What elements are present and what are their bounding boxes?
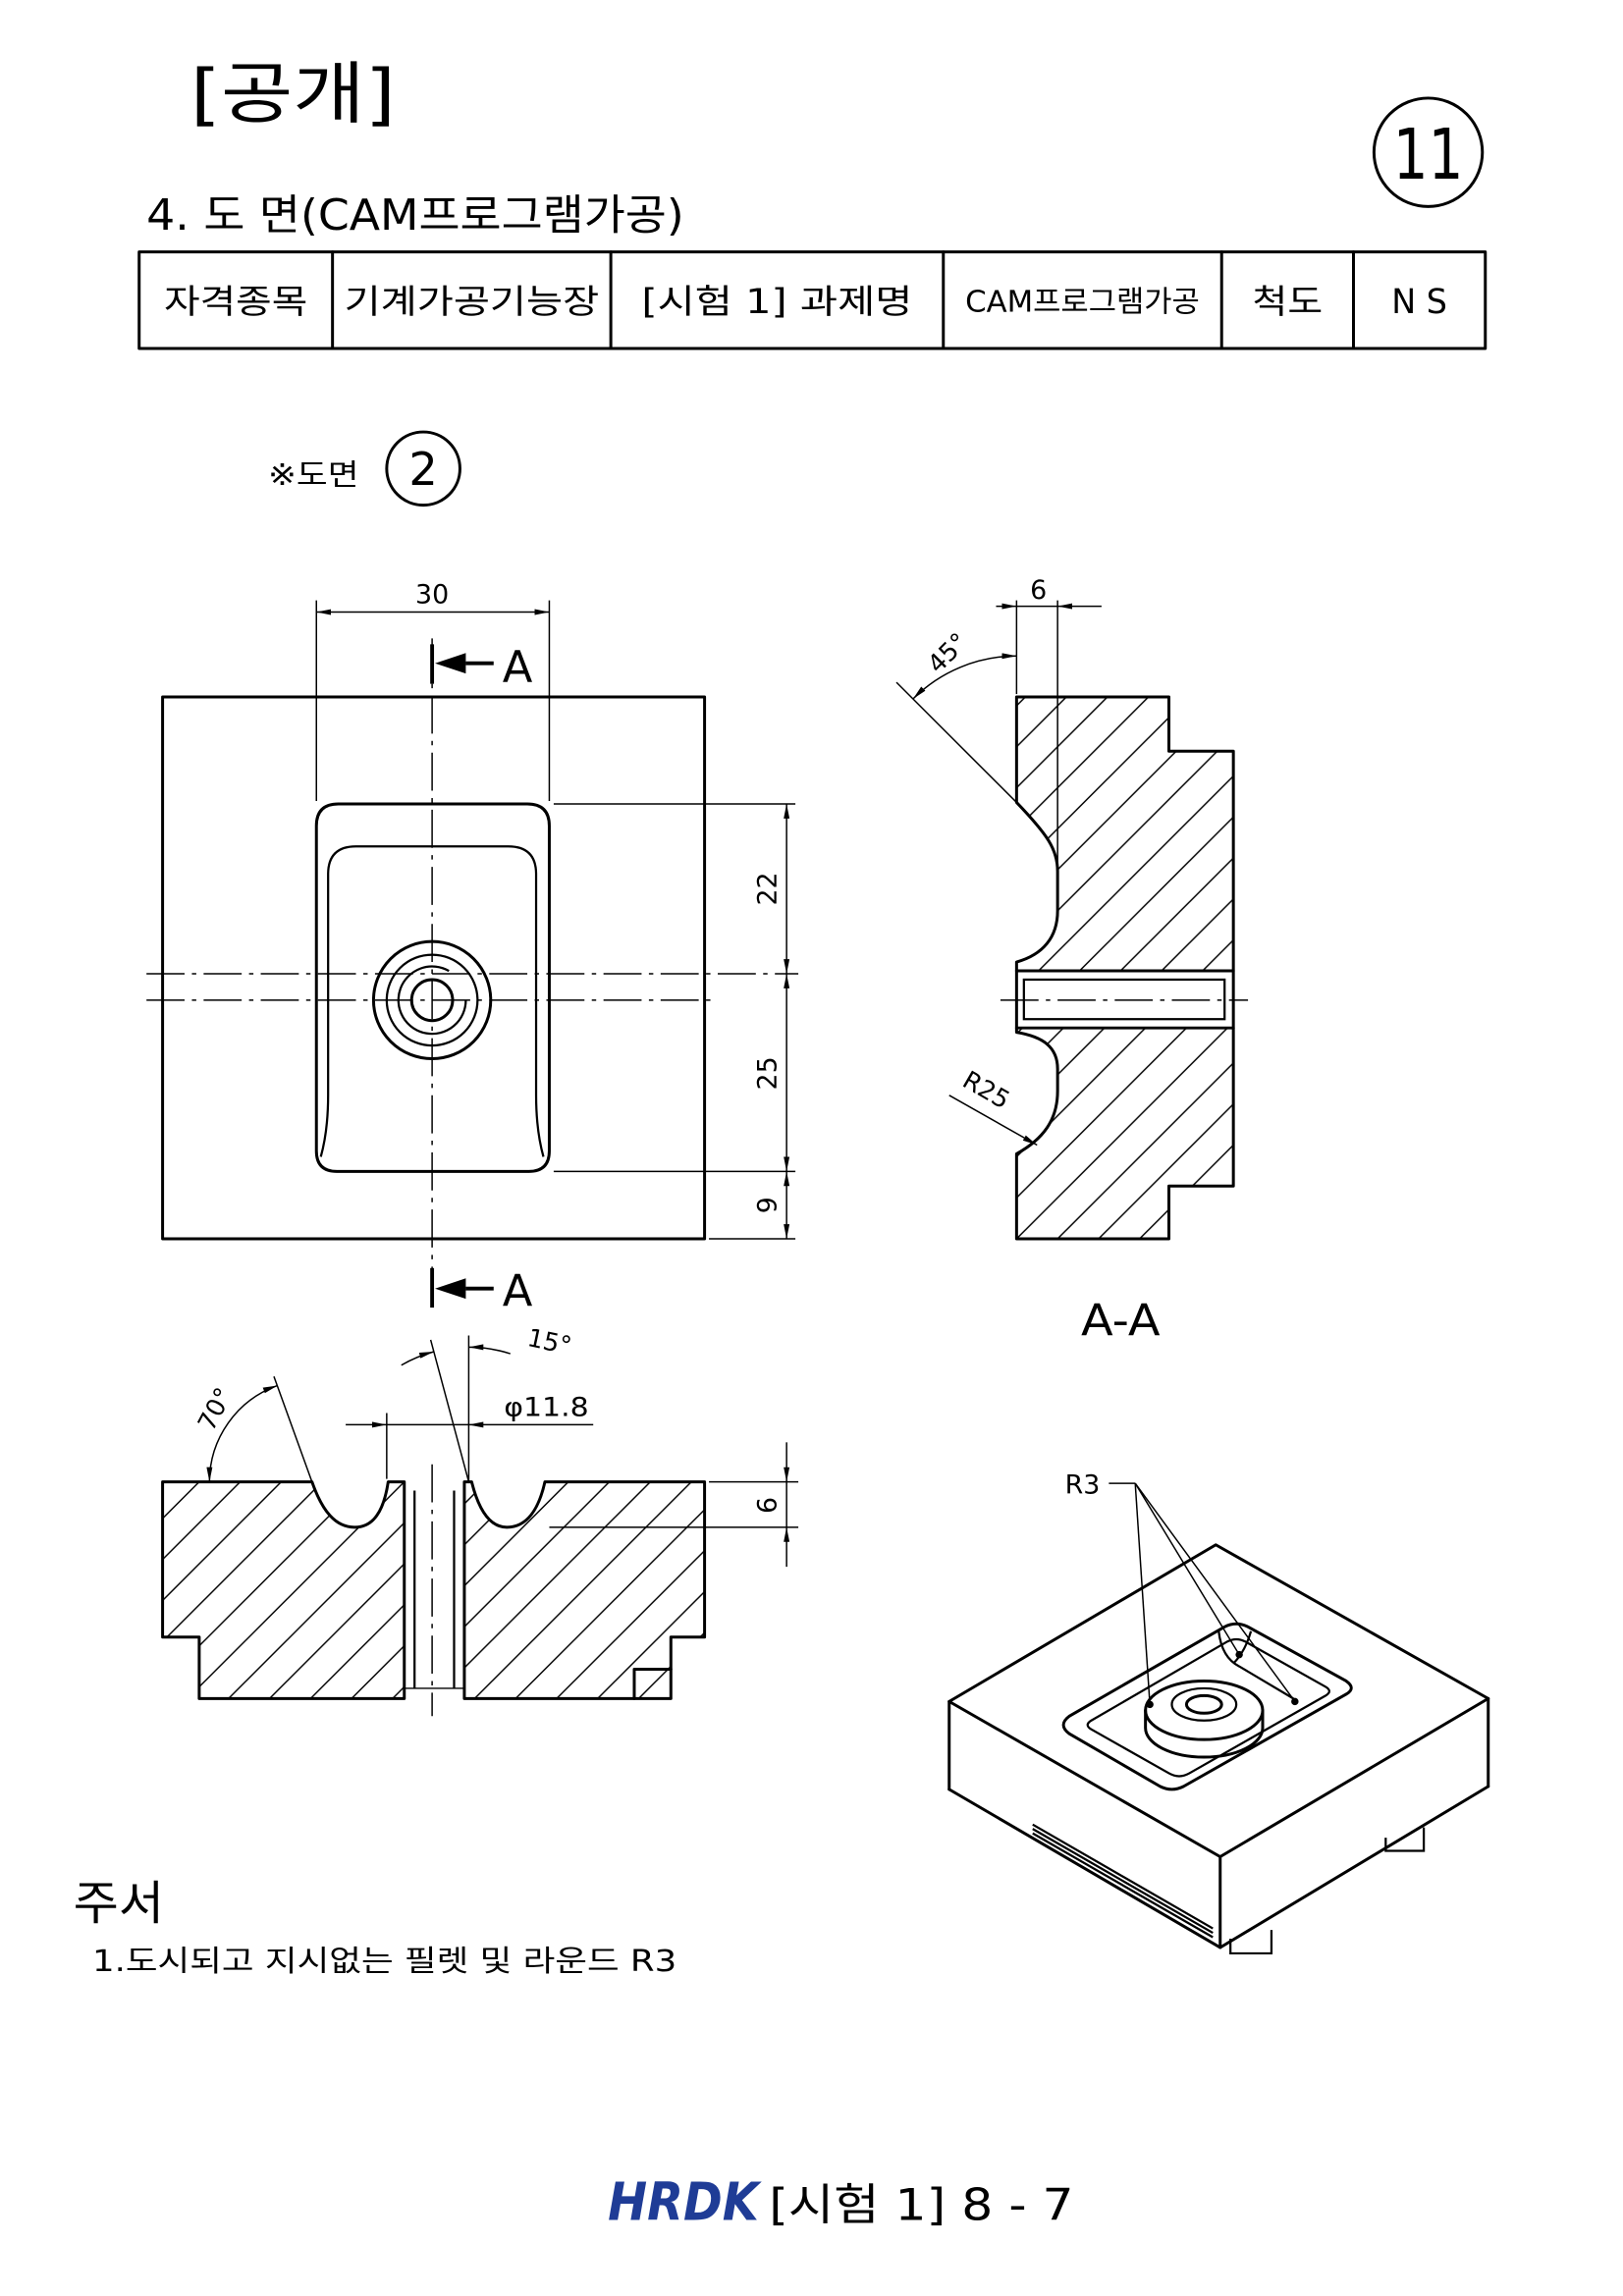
section-solid-left — [161, 1480, 406, 1700]
header: [공개] 11 4. 도 면(CAM프로그램가공) — [146, 55, 1485, 240]
angle-dimension-arc — [912, 653, 1017, 700]
drawing-ref-label: ※도면 — [268, 458, 358, 493]
iso-step-line — [1032, 1823, 1214, 1930]
table-cell-scale-value: N S — [1391, 283, 1447, 322]
section-label-bottom: A — [503, 1265, 533, 1317]
dimension-angle-left-label: 70° — [191, 1382, 239, 1435]
front-section-view: 70° 15° φ11.8 6 — [161, 1322, 799, 1717]
iso-foot — [1229, 1930, 1273, 1955]
extension-line — [273, 1375, 313, 1482]
section-title: 4. 도 면(CAM프로그램가공) — [146, 191, 684, 240]
radius-leader — [1134, 1482, 1296, 1702]
hrdk-logo: HRDK — [608, 2170, 762, 2232]
dimension-width-label: 6 — [1030, 575, 1047, 606]
iso-foot — [1384, 1827, 1426, 1852]
section-label-top: A — [503, 641, 533, 693]
notes-heading: 주서 — [74, 1878, 164, 1932]
bottom-notch — [632, 1668, 673, 1700]
section-title: A-A — [1081, 1294, 1161, 1346]
dimension-radius-label: R25 — [958, 1065, 1015, 1115]
iso-counterbore — [1170, 1686, 1238, 1722]
iso-step-line — [1032, 1828, 1214, 1935]
angle-dimension-arc — [206, 1384, 278, 1482]
note-item: 1.도시되고 지시없는 필렛 및 라운드 R3 — [92, 1945, 676, 1979]
pocket-outline — [314, 802, 551, 1173]
section-solid-right — [462, 1480, 707, 1700]
footer: HRDK [시험 1] 8 - 7 — [608, 2170, 1073, 2232]
footer-page-label: [시험 1] 8 - 7 — [769, 2178, 1073, 2230]
info-table: 자격종목 기계가공기능장 [시험 1] 과제명 CAM프로그램가공 척도 N S — [137, 250, 1488, 350]
section-view-a-a: 6 45° R25 A-A — [895, 575, 1249, 1346]
leader-dot — [1291, 1697, 1299, 1706]
leader-dot — [1235, 1650, 1243, 1659]
table-cell-scale-label: 척도 — [1253, 283, 1324, 322]
radius-leader — [1134, 1482, 1240, 1656]
angle-dimension-arc — [468, 1344, 512, 1355]
iso-hole — [1184, 1693, 1223, 1715]
dimension-edge-label: 9 — [753, 1197, 784, 1213]
radius-leader — [948, 1095, 1038, 1147]
iso-step-line — [1032, 1832, 1214, 1939]
dimension-width-label: 30 — [415, 580, 449, 611]
page-badge-circle — [1372, 96, 1485, 208]
table-cell-task-value: CAM프로그램가공 — [965, 286, 1200, 320]
section-solid-lower — [1014, 1026, 1235, 1241]
section-solid-upper — [1014, 695, 1235, 973]
top-view-outline — [161, 695, 707, 1241]
drawing-number-circle — [385, 430, 461, 507]
radius-leader — [1134, 1483, 1151, 1705]
angle-dimension-arc — [401, 1351, 435, 1366]
iso-boss-top — [1144, 1679, 1265, 1741]
iso-pocket-outline — [1061, 1622, 1353, 1791]
page-badge-number: 11 — [1393, 114, 1464, 195]
isometric-view: R3 — [947, 1470, 1490, 1955]
extension-line — [429, 1339, 470, 1482]
iso-pocket-floor — [1086, 1637, 1330, 1778]
dimension-depth-label: 6 — [753, 1497, 784, 1514]
counterbore-arc — [397, 965, 467, 1036]
iso-radius-label: R3 — [1065, 1470, 1101, 1501]
leader-dot — [1146, 1700, 1154, 1709]
notes: 주서 1.도시되고 지시없는 필렛 및 라운드 R3 — [74, 1878, 677, 1979]
iso-bottom-edge — [947, 1785, 1490, 1949]
section-arrow — [435, 653, 466, 674]
table-cell-qualification-value: 기계가공기능장 — [345, 283, 600, 322]
extension-line — [895, 681, 1017, 803]
dimension-upper-label: 22 — [753, 872, 784, 905]
public-label: [공개] — [190, 55, 396, 133]
drawing-reference: ※도면 2 — [268, 430, 461, 507]
dimension-diameter-label: φ11.8 — [504, 1392, 589, 1422]
table-cell-task-label: [시험 1] 과제명 — [641, 283, 912, 322]
dimension-lower-label: 25 — [753, 1056, 784, 1090]
iso-boss-side — [1144, 1708, 1265, 1759]
iso-pocket-wall-curve — [1217, 1630, 1294, 1700]
dimension-angle-label: 45° — [921, 626, 973, 678]
iso-pocket-wall-curve — [1232, 1630, 1253, 1665]
dimension-angle-hole-label: 15° — [525, 1322, 574, 1361]
section-arrow — [435, 1278, 466, 1300]
info-table-border — [137, 250, 1488, 350]
table-cell-qualification-label: 자격종목 — [164, 283, 307, 322]
drawing-number: 2 — [408, 443, 437, 496]
top-view: A A 30 22 25 9 — [146, 580, 799, 1317]
